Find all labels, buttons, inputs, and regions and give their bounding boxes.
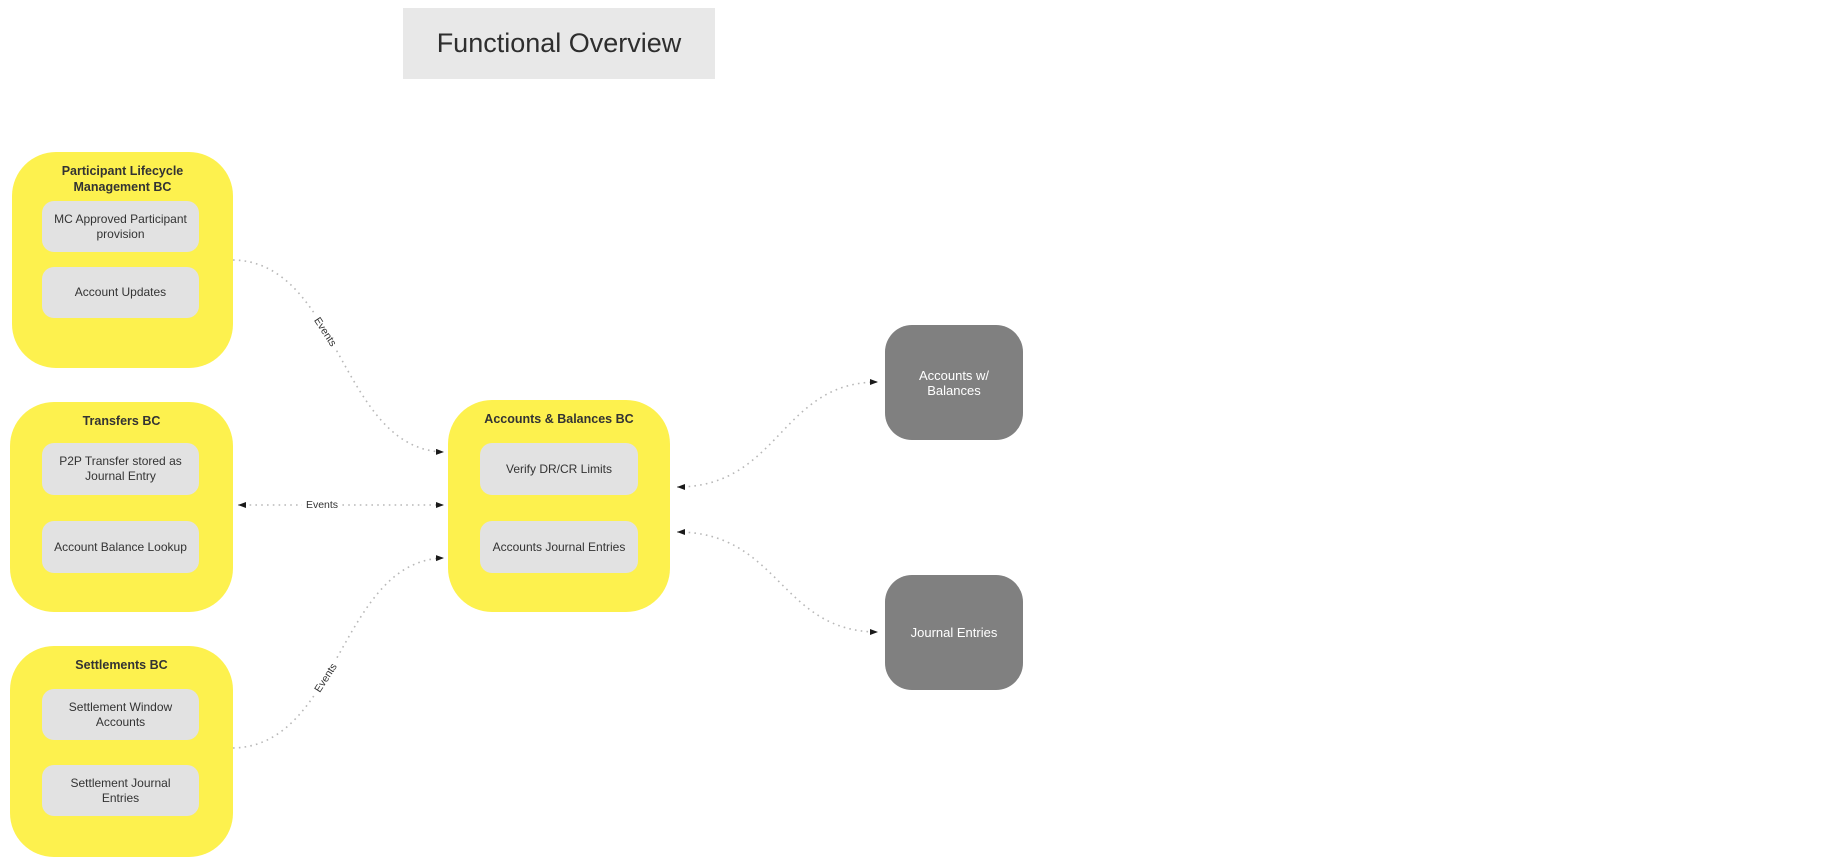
store-accounts-w-balances: Accounts w/ Balances bbox=[885, 325, 1023, 440]
context-transfers-bc: Transfers BC P2P Transfer stored as Jour… bbox=[10, 402, 233, 612]
store-journal-entries: Journal Entries bbox=[885, 575, 1023, 690]
context-title: Transfers BC bbox=[82, 414, 161, 428]
context-accounts-balances-bc: Accounts & Balances BC Verify DR/CR Limi… bbox=[448, 400, 670, 612]
item-settlement-journal-entries: Settlement Journal Entries bbox=[42, 765, 199, 816]
item-account-balance-lookup: Account Balance Lookup bbox=[42, 521, 199, 573]
edge-plm-to-accounts bbox=[232, 259, 445, 455]
store-label: Accounts w/ Balances bbox=[918, 367, 990, 398]
item-mc-approved-participant-provision: MC Approved Participant provision bbox=[42, 201, 199, 252]
item-p2p-transfer-stored-as-journal-entry: P2P Transfer stored as Journal Entry bbox=[42, 443, 199, 495]
edge-accounts-journalentries bbox=[676, 529, 879, 635]
context-settlements-bc: Settlements BC Settlement Window Account… bbox=[10, 646, 233, 857]
store-label: Journal Entries bbox=[910, 625, 998, 640]
context-participant-lifecycle-management-bc: Participant Lifecycle Management BC MC A… bbox=[12, 152, 233, 368]
context-title: Accounts & Balances BC bbox=[484, 412, 634, 426]
edge-settlements-to-accounts bbox=[232, 555, 445, 749]
edge-label-events-transfers: Events bbox=[301, 498, 343, 512]
edge-label-events-plm: Events bbox=[308, 311, 342, 353]
diagram-title: Functional Overview bbox=[403, 8, 715, 79]
edge-label-events-settlements: Events bbox=[309, 657, 343, 699]
item-accounts-journal-entries: Accounts Journal Entries bbox=[480, 521, 638, 573]
context-title: Participant Lifecycle Management BC bbox=[61, 164, 184, 195]
item-settlement-window-accounts: Settlement Window Accounts bbox=[42, 689, 199, 740]
edge-accounts-accountsbalances bbox=[676, 379, 879, 490]
item-verify-dr-cr-limits: Verify DR/CR Limits bbox=[480, 443, 638, 495]
item-account-updates: Account Updates bbox=[42, 267, 199, 318]
context-title: Settlements BC bbox=[75, 658, 168, 672]
diagram-title-label: Functional Overview bbox=[436, 28, 682, 58]
